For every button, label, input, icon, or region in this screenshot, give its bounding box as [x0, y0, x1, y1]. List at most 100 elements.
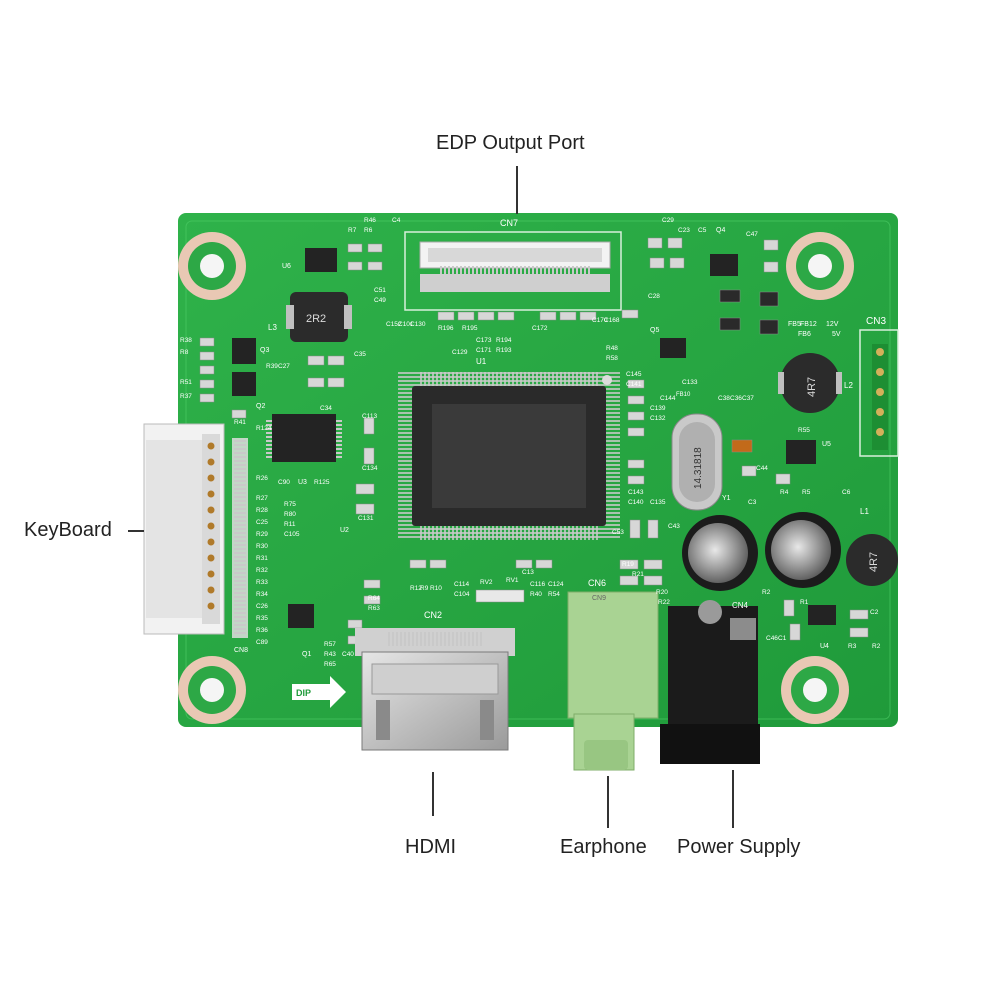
silk-r40: R40 — [530, 591, 542, 598]
silk-c4: C4 — [392, 217, 401, 224]
silk-c141: C141 — [626, 381, 642, 388]
silk-c43: C43 — [668, 523, 680, 530]
silk-r30: R30 — [256, 543, 268, 550]
silk-c37: C37 — [742, 395, 754, 402]
silk-r6: R6 — [364, 227, 373, 234]
silk-5v: 5V — [832, 331, 841, 338]
earphone-leader-line — [607, 776, 609, 828]
silk-c47: C47 — [746, 231, 758, 238]
silk-c104: C104 — [454, 591, 470, 598]
silk-c170: C170 — [592, 317, 608, 324]
silk-r29: R29 — [256, 531, 268, 538]
transistor-q2 — [232, 372, 256, 396]
silk-r8: R8 — [180, 349, 189, 356]
silk-r26: R26 — [256, 475, 268, 482]
silk-c44: C44 — [756, 465, 768, 472]
silk-c124: C124 — [548, 581, 564, 588]
silk-c101: C101 — [398, 321, 414, 328]
silk-c132: C132 — [650, 415, 666, 422]
silk-l2: L2 — [844, 381, 853, 390]
silk-fb6: FB6 — [798, 331, 811, 338]
silk-r37: R37 — [180, 393, 192, 400]
silk-c36: C36 — [730, 395, 742, 402]
silk-r2: R2 — [872, 643, 881, 650]
silk-fb5: FB5 — [788, 321, 801, 328]
silk-c135: C135 — [650, 499, 666, 506]
silk-r19: R19 — [622, 561, 634, 568]
silk-r27: R27 — [256, 495, 268, 502]
hdmi-connector — [355, 628, 515, 751]
silk-cn6: CN6 — [588, 578, 606, 588]
silk-q3: Q3 — [260, 347, 269, 354]
edp-connector — [419, 241, 611, 292]
silk-c2: C2 — [870, 609, 879, 616]
silk-r35: R35 — [256, 615, 268, 622]
silk-u5: U5 — [822, 441, 831, 448]
silk-l3: L3 — [268, 323, 277, 332]
silk-c173: C173 — [476, 337, 492, 344]
silk-r194: R194 — [496, 337, 512, 344]
silk-dip: DIP — [296, 688, 311, 698]
silk-c38: C38 — [718, 395, 730, 402]
silk-r54: R54 — [548, 591, 560, 598]
silk-cn9: CN9 — [592, 595, 606, 602]
silk-r75: R75 — [284, 501, 296, 508]
silk-r43: R43 — [324, 651, 336, 658]
silk-r33: R33 — [256, 579, 268, 586]
silk-u4: U4 — [820, 643, 829, 650]
silk-r57: R57 — [324, 641, 336, 648]
silk-r21: R21 — [632, 571, 644, 578]
silk-c139: C139 — [650, 405, 666, 412]
silk-c113: C113 — [362, 413, 377, 420]
silk-r1: R1 — [800, 599, 809, 606]
silk-r31: R31 — [256, 555, 268, 562]
silk-u1: U1 — [476, 357, 487, 366]
inductor-4r7-a-label: 4R7 — [806, 377, 818, 397]
silk-u6: U6 — [282, 263, 291, 270]
silk-r64: R64 — [368, 595, 380, 602]
silk-r125: R125 — [314, 479, 330, 486]
silk-r12: R12 — [410, 585, 422, 592]
silk-c168: C168 — [604, 317, 620, 324]
keyboard-label: KeyBoard — [24, 519, 112, 541]
silk-r11: R11 — [284, 521, 296, 528]
silk-c133: C133 — [682, 379, 698, 386]
silk-r39: R39 — [266, 363, 278, 370]
silk-r124: R124 — [256, 425, 272, 432]
transistor-q5 — [660, 338, 686, 358]
smd-components — [199, 237, 869, 645]
silk-c5: C5 — [698, 227, 707, 234]
ic-u3 — [272, 414, 336, 462]
silk-fb10: FB10 — [676, 392, 691, 398]
silk-cn7: CN7 — [500, 218, 518, 228]
silk-c40: C40 — [342, 651, 354, 658]
silk-r195: R195 — [462, 325, 478, 332]
edp-leader-line — [516, 166, 518, 214]
silk-cn4: CN4 — [732, 601, 749, 610]
silk-r20: R20 — [656, 589, 668, 596]
mounting-hole-br — [781, 656, 849, 724]
silk-r7: R7 — [348, 227, 357, 234]
silk-c53: C53 — [612, 529, 624, 536]
silk-y1: Y1 — [722, 495, 731, 502]
silk-r48: R48 — [606, 345, 618, 352]
silk-r28: R28 — [256, 507, 268, 514]
silk-r2x: R2 — [762, 589, 771, 596]
silk-c25: C25 — [256, 519, 268, 526]
mounting-hole-tr — [786, 232, 854, 300]
silk-r80: R80 — [284, 511, 296, 518]
silk-c27: C27 — [278, 363, 290, 370]
silk-c114: C114 — [454, 581, 469, 588]
silk-cn3: CN3 — [866, 316, 886, 327]
cn3-header — [859, 329, 899, 457]
silk-l1: L1 — [860, 507, 869, 516]
inductor-4r7-a — [778, 353, 842, 413]
electrolytic-capacitor-2 — [765, 512, 841, 588]
edp-output-port-label: EDP Output Port — [436, 132, 585, 154]
silk-q1: Q1 — [302, 651, 311, 658]
silk-r41: R41 — [234, 419, 246, 426]
inductor-4r7-b-label: 4R7 — [868, 552, 880, 572]
power-leader-line — [732, 770, 734, 828]
ic-u6 — [305, 248, 337, 272]
power-jack — [660, 600, 760, 764]
